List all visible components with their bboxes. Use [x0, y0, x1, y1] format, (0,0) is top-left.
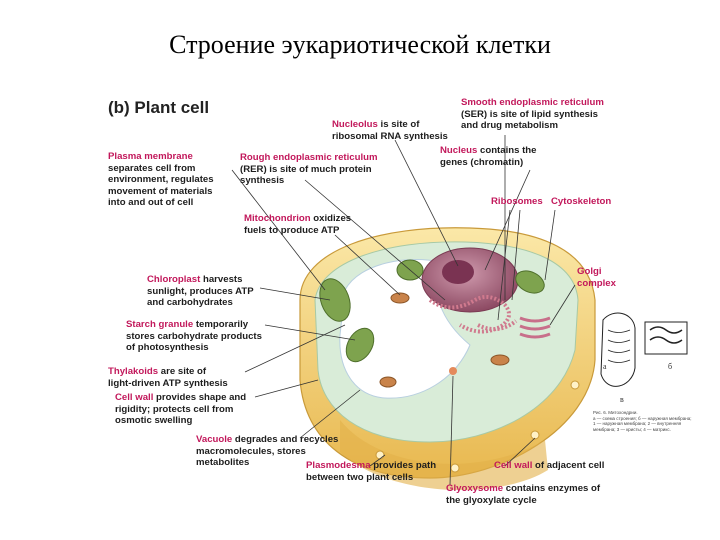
mini-letter-b: б [668, 362, 673, 371]
leader-lines [231, 135, 576, 486]
mini-letter-a: а [603, 362, 607, 371]
plasmodesma-3 [530, 430, 540, 440]
plasmodesma-4 [570, 380, 580, 390]
mitochondrion-3 [379, 376, 397, 388]
label-starch-granule: Starch granule temporarily stores carboh… [126, 319, 262, 353]
label-thylakoids: Thylakoids are site of light-driven ATP … [108, 366, 228, 389]
label-golgi: Golgi complex [577, 266, 616, 289]
plasmodesma-2 [450, 463, 460, 473]
mitochondrion-2 [490, 354, 510, 366]
label-vacuole: Vacuole degrades and recycles macromolec… [196, 434, 339, 468]
slide-title: Строение эукариотической клетки [169, 30, 551, 59]
chloroplast [319, 278, 351, 322]
label-chloroplast: Chloroplast harvests sunlight, produces … [147, 274, 254, 308]
rough-er [428, 294, 511, 334]
mini-figure-caption: Рис. 6. Митохондрии. а — схема строения;… [593, 410, 692, 432]
label-cell-wall-adjacent: Cell wall of adjacent cell [494, 460, 605, 471]
mini-mitochondrion-figure [600, 312, 688, 387]
rough-er-2 [477, 319, 518, 332]
label-ribosomes: Ribosomes [491, 196, 543, 207]
glyoxysome [449, 367, 457, 375]
golgi-complex [519, 316, 551, 339]
label-rough-er: Rough endoplasmic reticulum (RER) is sit… [240, 152, 378, 186]
label-glyoxysome: Glyoxysome contains enzymes of the glyox… [446, 483, 601, 506]
label-mitochondrion: Mitochondrion oxidizes fuels to produce … [244, 213, 352, 236]
panel-title: (b) Plant cell [108, 98, 210, 117]
label-plasmodesma: Plasmodesma provides path between two pl… [306, 460, 437, 483]
cell-wall-lower [340, 420, 548, 490]
label-cytoskeleton: Cytoskeleton [551, 196, 612, 207]
label-nucleolus: Nucleolus is site of ribosomal RNA synth… [332, 119, 448, 142]
mini-letter-v: в [620, 395, 624, 404]
label-smooth-er: Smooth endoplasmic reticulum (SER) is si… [461, 97, 604, 131]
label-cell-wall: Cell wall provides shape and rigidity; p… [115, 392, 247, 426]
mitochondrion [390, 292, 410, 304]
nucleolus [442, 260, 474, 284]
label-plasma-membrane: Plasma membrane separates cell from envi… [108, 151, 214, 208]
plasmodesma [375, 450, 385, 460]
label-nucleus: Nucleus contains the genes (chromatin) [440, 145, 537, 168]
chloroplast-4 [515, 270, 545, 294]
